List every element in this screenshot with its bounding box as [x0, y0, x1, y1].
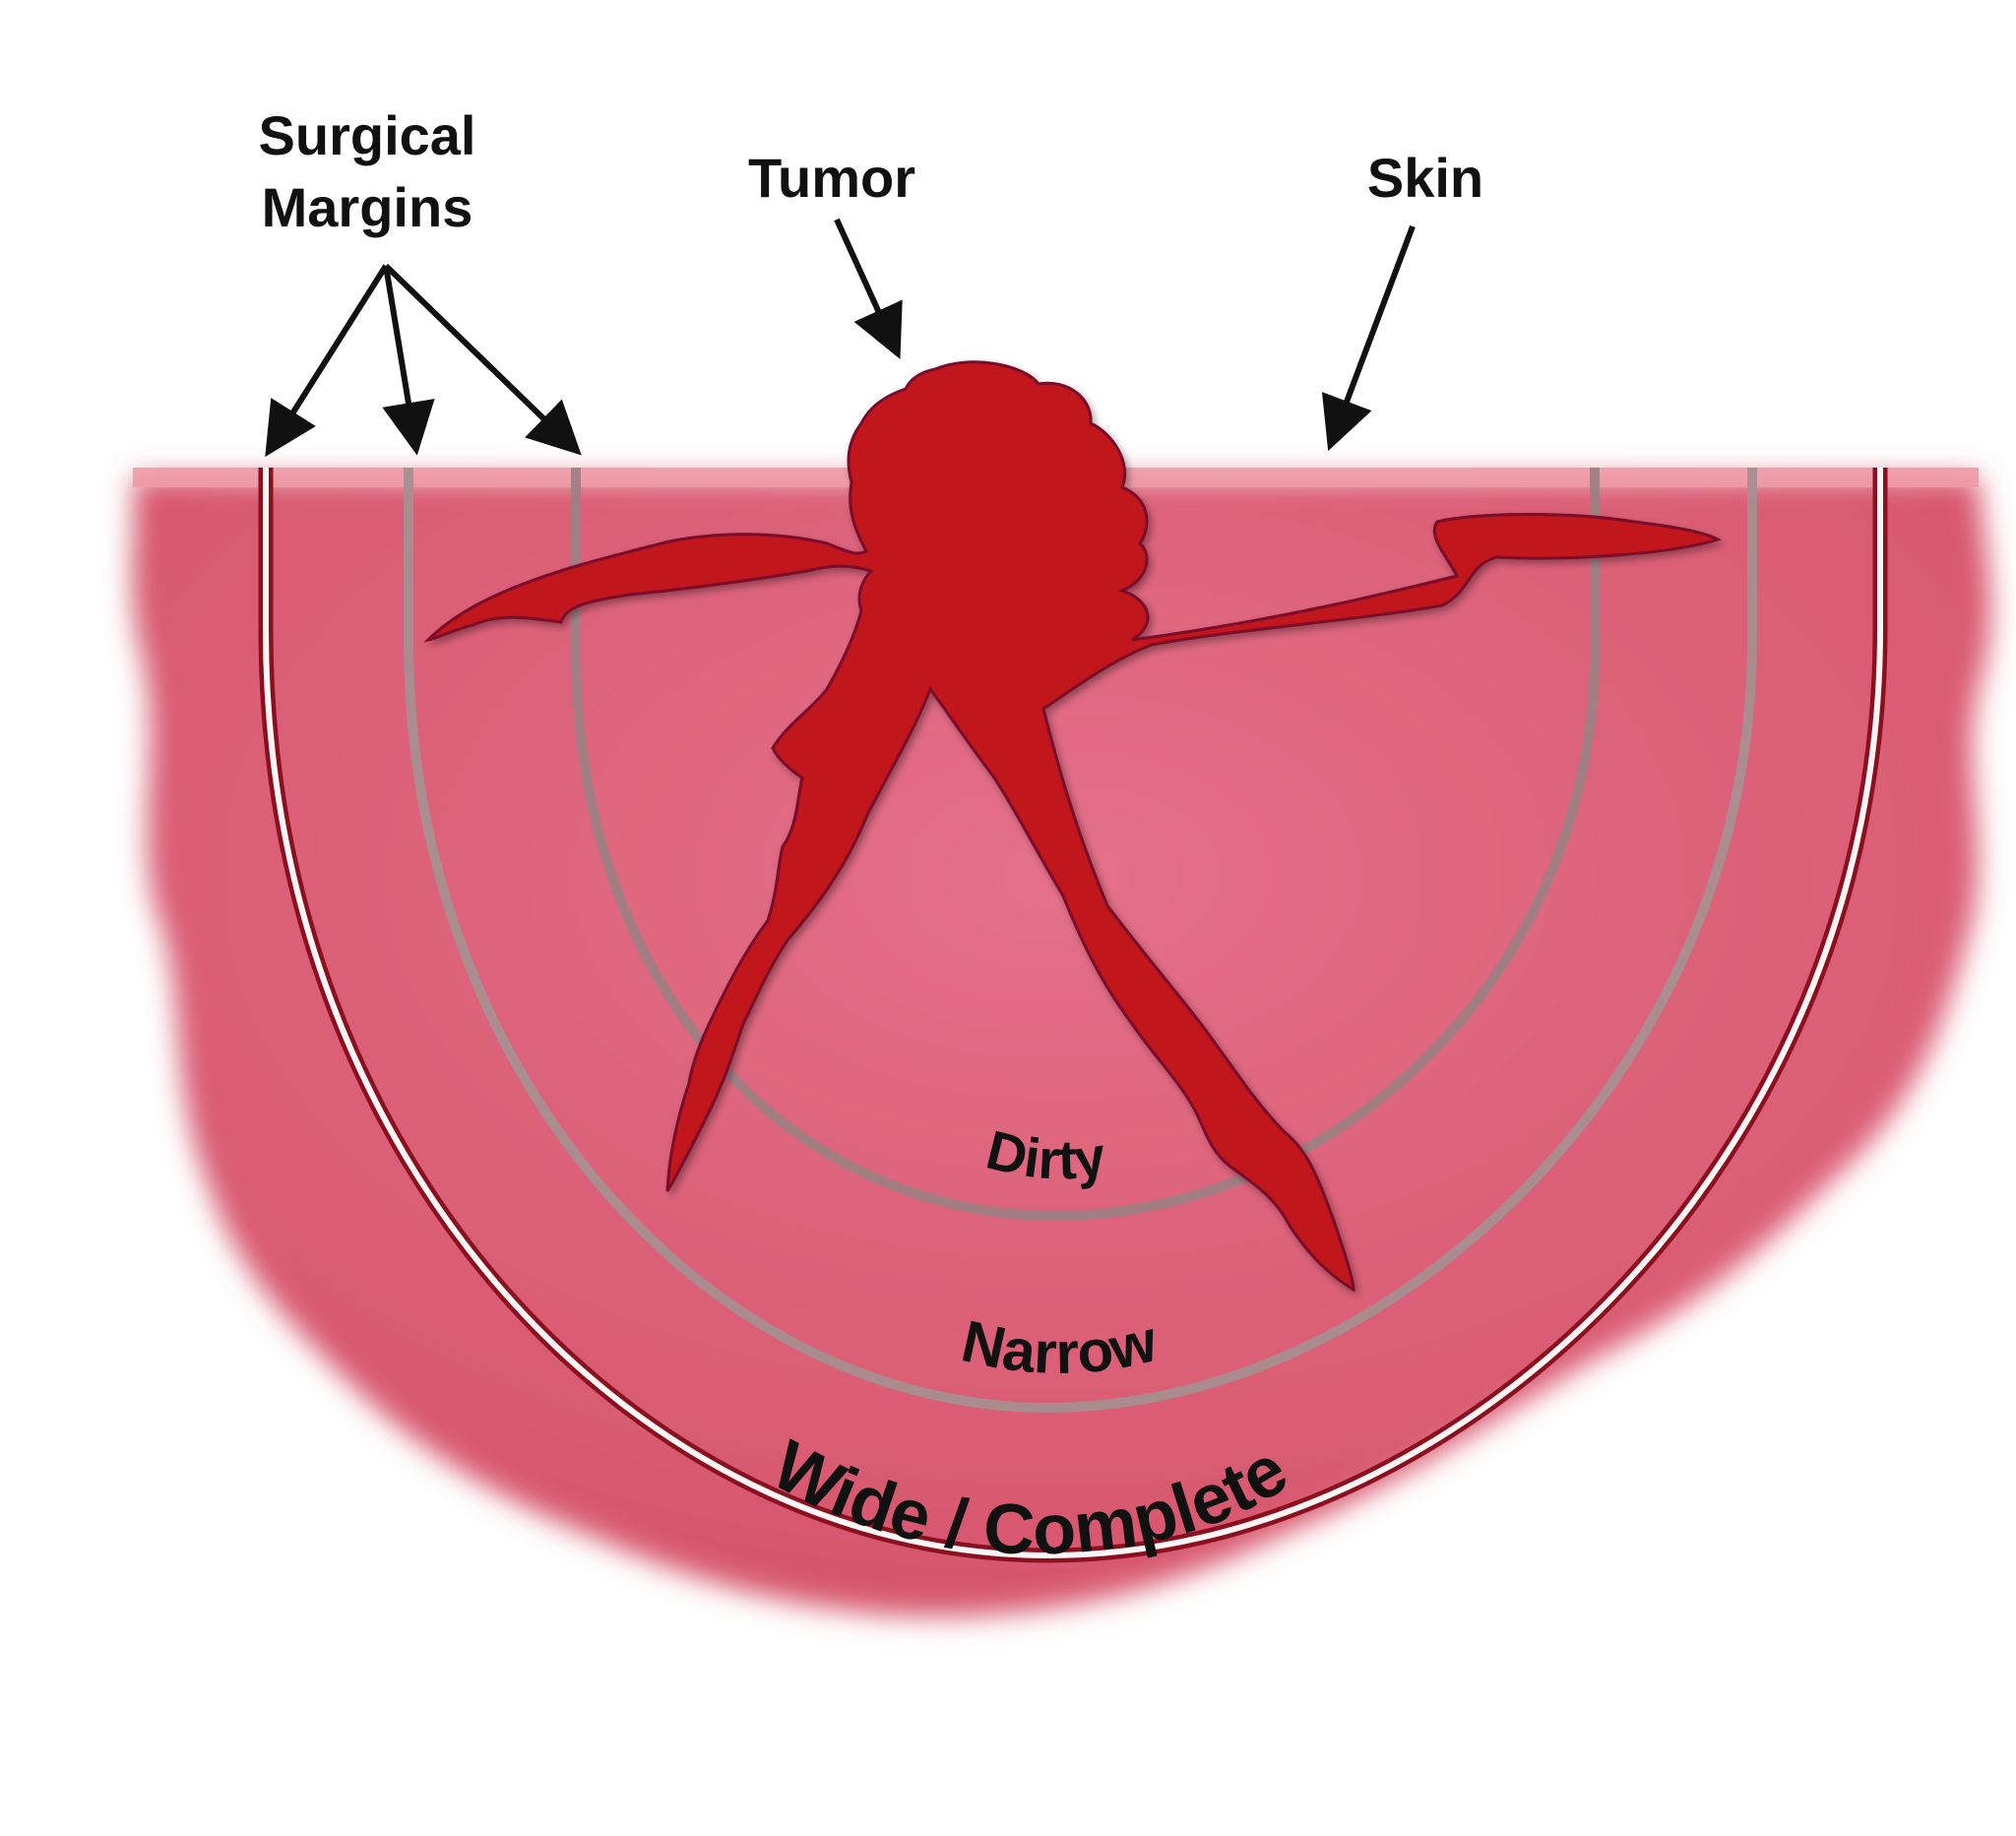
arrow-margin-narrow	[382, 265, 435, 456]
label-skin: Skin	[1367, 147, 1483, 209]
label-dirty-text: Dirty	[980, 1118, 1109, 1191]
arrow-margin-dirty	[383, 263, 582, 456]
tumor-shape	[423, 360, 1722, 1293]
arrow-margin-wide	[265, 264, 389, 458]
margin-narrow-curve	[404, 468, 1757, 1414]
margin-wide-curve	[258, 468, 1888, 1563]
label-surgical: Surgical	[259, 104, 476, 166]
margin-dirty-curve	[571, 468, 1600, 1222]
arrow-skin	[1321, 224, 1416, 452]
label-dirty: Dirty	[980, 1118, 1109, 1191]
label-margins: Margins	[262, 176, 473, 238]
label-narrow: Narrow	[956, 1307, 1164, 1386]
label-tumor: Tumor	[748, 147, 915, 209]
arrow-tumor	[834, 218, 903, 359]
label-narrow-text: Narrow	[956, 1307, 1164, 1386]
tissue-region	[132, 477, 1991, 1616]
